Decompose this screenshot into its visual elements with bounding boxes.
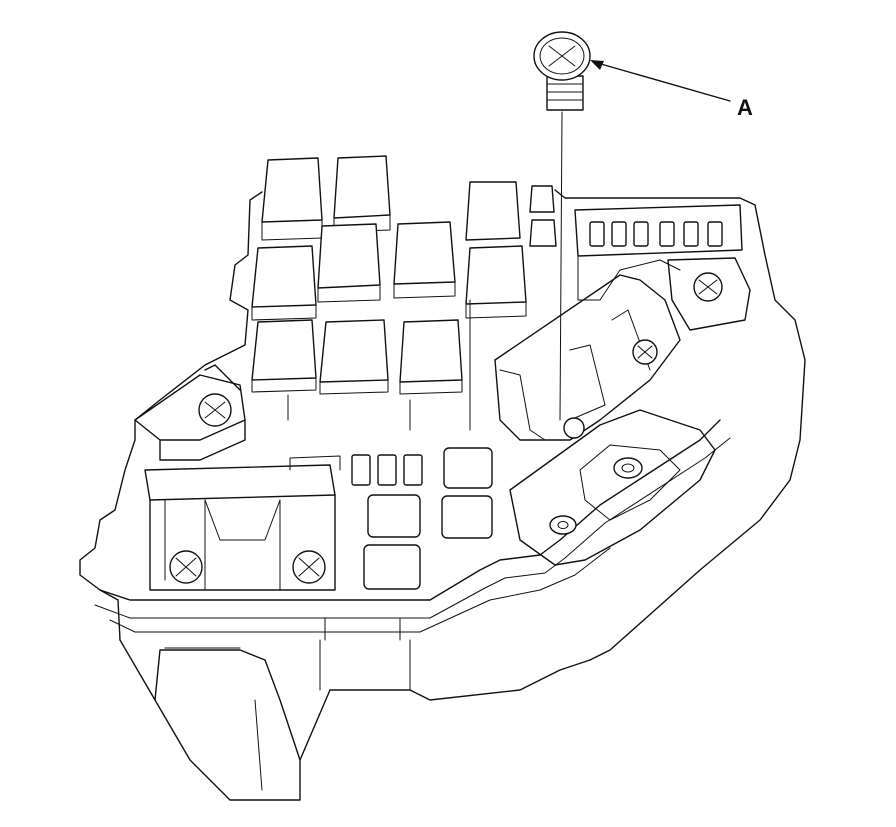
fuse-row-top [574, 204, 743, 301]
mini-fuse-3 [403, 454, 423, 486]
relay-1 [261, 157, 323, 223]
bolt-shank [546, 75, 584, 111]
right-bolt-mount [667, 257, 751, 331]
relay-2 [333, 155, 391, 219]
mini-fuse-1 [351, 454, 371, 486]
left-bolt-mount [134, 364, 246, 461]
bolt-install-line [559, 111, 563, 421]
housing-rim [94, 419, 731, 641]
fuse-6 [707, 221, 723, 247]
callout-label: A [737, 95, 753, 120]
callout-arrowhead [590, 60, 604, 70]
lower-left-terminal-block [144, 464, 336, 591]
fuse-block-3 [443, 447, 493, 489]
terminal-bolt-center [563, 417, 585, 439]
fuse-block-1 [367, 494, 421, 538]
fuse-1 [589, 221, 605, 247]
lower-right-terminal-housing [509, 409, 716, 566]
terminal-hole-left [549, 515, 577, 535]
relay-5 [393, 221, 456, 285]
relay-6 [251, 319, 317, 381]
middle-fuse-cluster [289, 447, 493, 590]
mini-fuse-2 [377, 454, 397, 486]
fuse-block-4 [441, 495, 493, 539]
center-terminal-block [494, 274, 681, 441]
small-relay-2 [529, 219, 557, 247]
housing-lower-body [79, 189, 806, 801]
relay-blocks [251, 155, 557, 431]
relay-4 [317, 223, 381, 289]
relay-8 [399, 319, 463, 383]
fuse-5 [683, 221, 699, 247]
relay-9 [465, 181, 521, 241]
relay-10 [465, 245, 527, 305]
fuse-2 [611, 221, 627, 247]
callout-leader-line [593, 61, 731, 102]
bolt [533, 31, 591, 421]
relay-3 [251, 245, 317, 308]
small-relay-1 [529, 185, 555, 213]
fuse-block-2 [363, 544, 421, 590]
fuse-3 [633, 221, 649, 247]
fuse-4 [659, 221, 675, 247]
terminal-hole-right [613, 457, 643, 479]
callout-a: A [590, 60, 753, 120]
relay-7 [319, 319, 389, 383]
